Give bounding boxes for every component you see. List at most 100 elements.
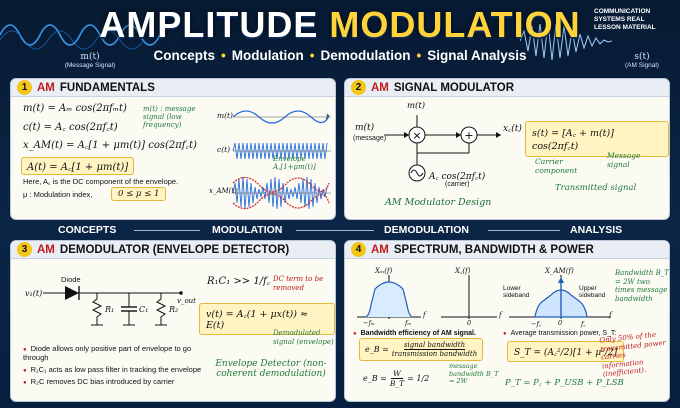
eq-carrier: c(t) = A꜀ cos(2πf꜀t) bbox=[23, 122, 118, 133]
mod-carrier: A꜀ cos(2πf꜀t) bbox=[429, 172, 486, 182]
header-wave-left bbox=[0, 24, 161, 50]
stage-arrow bbox=[134, 230, 200, 231]
mod-equation: s(t) = [A꜀ + m(t)] cos(2πf꜀t) bbox=[525, 121, 669, 157]
spec-f-3: f bbox=[609, 311, 612, 319]
stage-band: CONCEPTS MODULATION DEMODULATION ANALYSI… bbox=[0, 222, 680, 238]
demod-dc-note: DC term to be removed bbox=[273, 275, 324, 292]
mod-top-label: m(t) bbox=[407, 101, 426, 111]
header-wave-right bbox=[520, 21, 613, 61]
svg-text:×: × bbox=[412, 129, 421, 142]
eff-equation-2: e_B = W B_T = 1/2 bbox=[363, 369, 430, 388]
panel-number: 3 bbox=[17, 242, 32, 257]
header: m(t) (Message Signal) s(t) (AM Signal) A… bbox=[0, 0, 680, 76]
spec-tick-neg-fc: −f꜀ bbox=[531, 320, 542, 328]
panel-header: 1 AM FUNDAMENTALS bbox=[11, 79, 335, 97]
spec-tick-zero: 0 bbox=[558, 319, 563, 327]
stage-arrow bbox=[488, 230, 560, 231]
page-title: AMPLITUDE MODULATION bbox=[99, 4, 581, 45]
mu-label: μ : Modulation index, bbox=[23, 190, 93, 199]
panel-header: 2 AM SIGNAL MODULATOR bbox=[345, 79, 669, 97]
list-item: Diode allows only positive part of envel… bbox=[23, 344, 213, 362]
ann-message: Message signal bbox=[607, 151, 641, 169]
plot-label-c: c(t) bbox=[217, 145, 231, 154]
eff2-note: message bandwidth B_T = 2W bbox=[449, 362, 499, 385]
svg-text:+: + bbox=[464, 129, 473, 142]
panel-title: DEMODULATOR (ENVELOPE DETECTOR) bbox=[59, 243, 290, 256]
spectrum-plots bbox=[357, 275, 611, 319]
panel-number: 2 bbox=[351, 80, 366, 95]
list-item: R₁C₁ acts as low pass filter in tracking… bbox=[23, 365, 213, 374]
list-item: R₂C removes DC bias introduced by carrie… bbox=[23, 377, 213, 386]
eq-message: m(t) = Aₘ cos(2πfₘt) bbox=[23, 103, 127, 114]
circuit-vout: v_out bbox=[177, 297, 196, 305]
circuit-c1: C₁ bbox=[139, 305, 149, 314]
eff-title: Bandwidth efficiency of AM signal. bbox=[353, 330, 476, 337]
spec-zero-2: 0 bbox=[467, 319, 472, 327]
stage-modulation: MODULATION bbox=[212, 224, 283, 236]
stage-concepts: CONCEPTS bbox=[58, 224, 117, 236]
mod-input-caption: (message) bbox=[353, 135, 387, 142]
panel-demodulator: 3 AM DEMODULATOR (ENVELOPE DETECTOR) Dio… bbox=[10, 240, 336, 402]
panel-number: 1 bbox=[17, 80, 32, 95]
mu-range: 0 ≤ μ ≤ 1 bbox=[111, 187, 167, 201]
circuit-vin: v₁(t) bbox=[25, 289, 43, 298]
circuit-r2: R₂ bbox=[169, 305, 179, 314]
waveform-plots bbox=[232, 110, 331, 210]
mod-design-note: AM Modulator Design bbox=[385, 197, 492, 208]
demod-note: Demodulated signal (envelope) bbox=[273, 329, 334, 346]
ann-carrier: Carrier component bbox=[535, 157, 578, 175]
mod-input: m(t) bbox=[355, 123, 375, 133]
spec-f-2: f bbox=[499, 311, 502, 319]
spec-tick-neg-fm: −fₘ bbox=[363, 319, 375, 327]
mod-output: x꜀(t) bbox=[503, 124, 522, 134]
panel-spectrum: 4 AM SPECTRUM, BANDWIDTH & POWER Xₘ(f) X… bbox=[344, 240, 670, 402]
subtitle: Concepts•Modulation•Demodulation•Signal … bbox=[153, 48, 527, 63]
demod-bullets: Diode allows only positive part of envel… bbox=[23, 341, 213, 386]
panel-title: SPECTRUM, BANDWIDTH & POWER bbox=[393, 243, 594, 256]
dc-note: Here, A꜀ is the DC component of the enve… bbox=[23, 177, 179, 186]
circuit-diode-label: Diode bbox=[61, 275, 81, 284]
power-note: Only 50% of the transmitted power carrie… bbox=[598, 330, 667, 379]
envelope-detector-circuit bbox=[43, 286, 183, 326]
stage-demodulation: DEMODULATION bbox=[384, 224, 469, 236]
stage-analysis: ANALYSIS bbox=[570, 224, 623, 236]
plot-label-xam: x_AM(t) bbox=[209, 187, 237, 195]
note-message: m(t) : message signal (low frequency) bbox=[143, 105, 196, 129]
power-title: Average transmission power, S_T: bbox=[503, 330, 617, 337]
eq-envelope: A(t) = A꜀[1 + μm(t)] bbox=[21, 157, 135, 175]
modulator-block-diagram: × + bbox=[385, 115, 501, 182]
bandwidth-note: Bandwidth B_T = 2W two times message ban… bbox=[615, 269, 669, 303]
demod-equation: v(t) = A꜀(1 + μx(t)) ≈ E(t) bbox=[199, 303, 335, 335]
eq-am: x_AM(t) = A꜀[1 + μm(t)] cos(2πf꜀t) bbox=[23, 140, 197, 151]
plot-t-label: t bbox=[326, 113, 329, 121]
panel-header: 4 AM SPECTRUM, BANDWIDTH & POWER bbox=[345, 241, 669, 259]
demod-condition: R₁C₁ >> 1/f꜀ bbox=[207, 276, 271, 287]
eff-equation: e_B = signal bandwidth transmission band… bbox=[359, 338, 484, 361]
lower-sideband: Lower sideband bbox=[503, 285, 530, 299]
spec-tick-fm: fₘ bbox=[405, 319, 412, 327]
spec-f-1: f bbox=[423, 311, 426, 319]
panel-title: FUNDAMENTALS bbox=[59, 81, 155, 94]
ann-transmitted: Transmitted signal bbox=[555, 183, 637, 193]
right-signal-label: s(t) (AM Signal) bbox=[625, 52, 659, 69]
power-equation-2: P_T = P꜀ + P_USB + P_LSB bbox=[505, 378, 624, 388]
spec-tick-fc: f꜀ bbox=[581, 320, 586, 328]
mod-carrier-caption: (carrier) bbox=[445, 181, 470, 188]
power-equation: S_T = (A꜀²/2)[1 + μ²/2] bbox=[507, 341, 625, 362]
panel-fundamentals: 1 AM FUNDAMENTALS m(t) = Aₘ cos(2πfₘt) c… bbox=[10, 78, 336, 220]
spec-label-c: X꜀(f) bbox=[455, 267, 471, 275]
plot-label-m: m(t) bbox=[217, 111, 233, 120]
stage-arrow bbox=[296, 230, 374, 231]
spec-label-am: X_AM(f) bbox=[545, 267, 574, 275]
envelope-note: Envelope A꜀[1+μm(t)] bbox=[273, 155, 316, 171]
detector-note: Envelope Detector (non-coherent demodula… bbox=[215, 359, 327, 379]
left-signal-label: m(t) (Message Signal) bbox=[64, 52, 116, 69]
corner-label: COMMUNICATION SYSTEMS REAL LESSON MATERI… bbox=[594, 8, 656, 31]
upper-sideband: Upper sideband bbox=[579, 285, 606, 299]
spec-label-m: Xₘ(f) bbox=[375, 267, 393, 275]
circuit-r1: R₁ bbox=[105, 305, 115, 314]
panel-modulator: 2 AM SIGNAL MODULATOR × + m(t) (message)… bbox=[344, 78, 670, 220]
panel-title: SIGNAL MODULATOR bbox=[393, 81, 515, 94]
panel-header: 3 AM DEMODULATOR (ENVELOPE DETECTOR) bbox=[11, 241, 335, 259]
panel-number: 4 bbox=[351, 242, 366, 257]
